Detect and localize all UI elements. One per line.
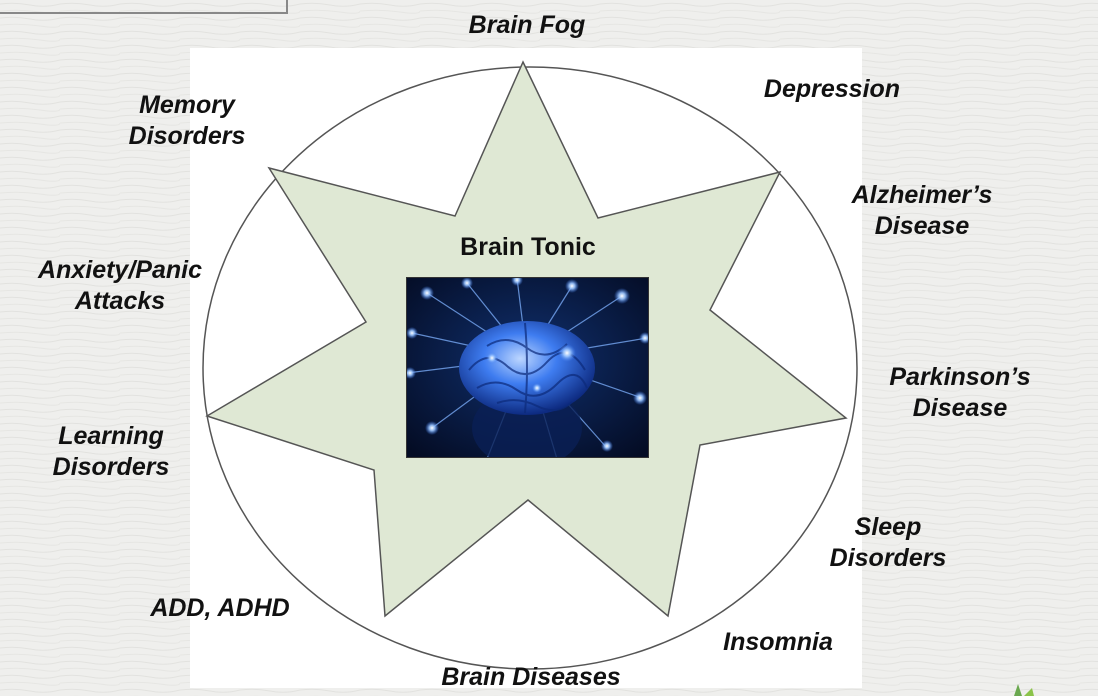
label-brain-fog: Brain Fog: [469, 10, 586, 41]
label-add-adhd: ADD, ADHD: [150, 593, 289, 624]
label-parkinsons-disease: Parkinson’s Disease: [889, 362, 1030, 424]
label-sleep-disorders: Sleep Disorders: [830, 512, 947, 574]
label-brain-diseases: Brain Diseases: [441, 662, 620, 693]
label-learning-disorders: Learning Disorders: [53, 421, 170, 483]
label-depression: Depression: [764, 74, 900, 105]
label-insomnia: Insomnia: [723, 627, 833, 658]
label-memory-disorders: Memory Disorders: [129, 90, 246, 152]
label-alzheimers-disease: Alzheimer’s Disease: [852, 180, 993, 242]
brain-image: [406, 277, 649, 458]
label-anxiety-panic-attacks: Anxiety/Panic Attacks: [38, 255, 202, 317]
